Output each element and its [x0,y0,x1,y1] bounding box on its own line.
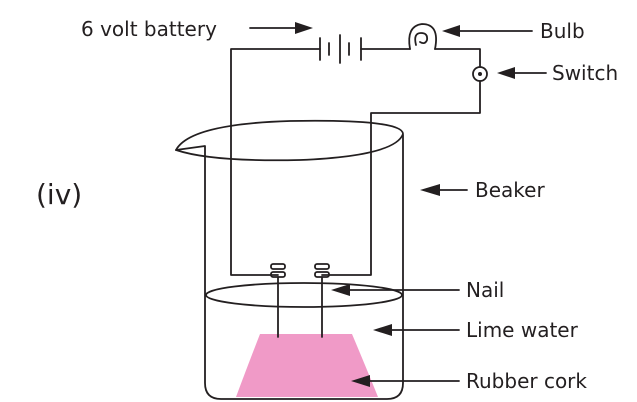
arrow-beaker [420,184,468,196]
rubber-cork [236,334,378,397]
label-lime-water: Lime water [466,318,579,342]
lime-water-surface [205,282,403,308]
label-nail: Nail [466,278,504,302]
nail-right [314,263,330,338]
arrow-lime-water [373,324,460,336]
label-bulb: Bulb [540,19,585,43]
part-label: (iv) [36,178,82,211]
arrow-battery [249,22,313,34]
bulb-symbol [408,23,437,50]
label-beaker: Beaker [475,178,545,202]
arrow-bulb [442,25,533,37]
switch-symbol [472,66,488,82]
label-battery: 6 volt battery [81,17,217,41]
label-rubber-cork: Rubber cork [466,369,587,393]
beaker [175,119,404,400]
arrow-switch [497,67,547,79]
battery-symbol [319,34,362,64]
arrow-rubber-cork [351,375,460,387]
circuit-wires [230,48,481,276]
label-switch: Switch [552,61,618,85]
nail-left [270,263,286,338]
arrow-nail [331,284,460,296]
